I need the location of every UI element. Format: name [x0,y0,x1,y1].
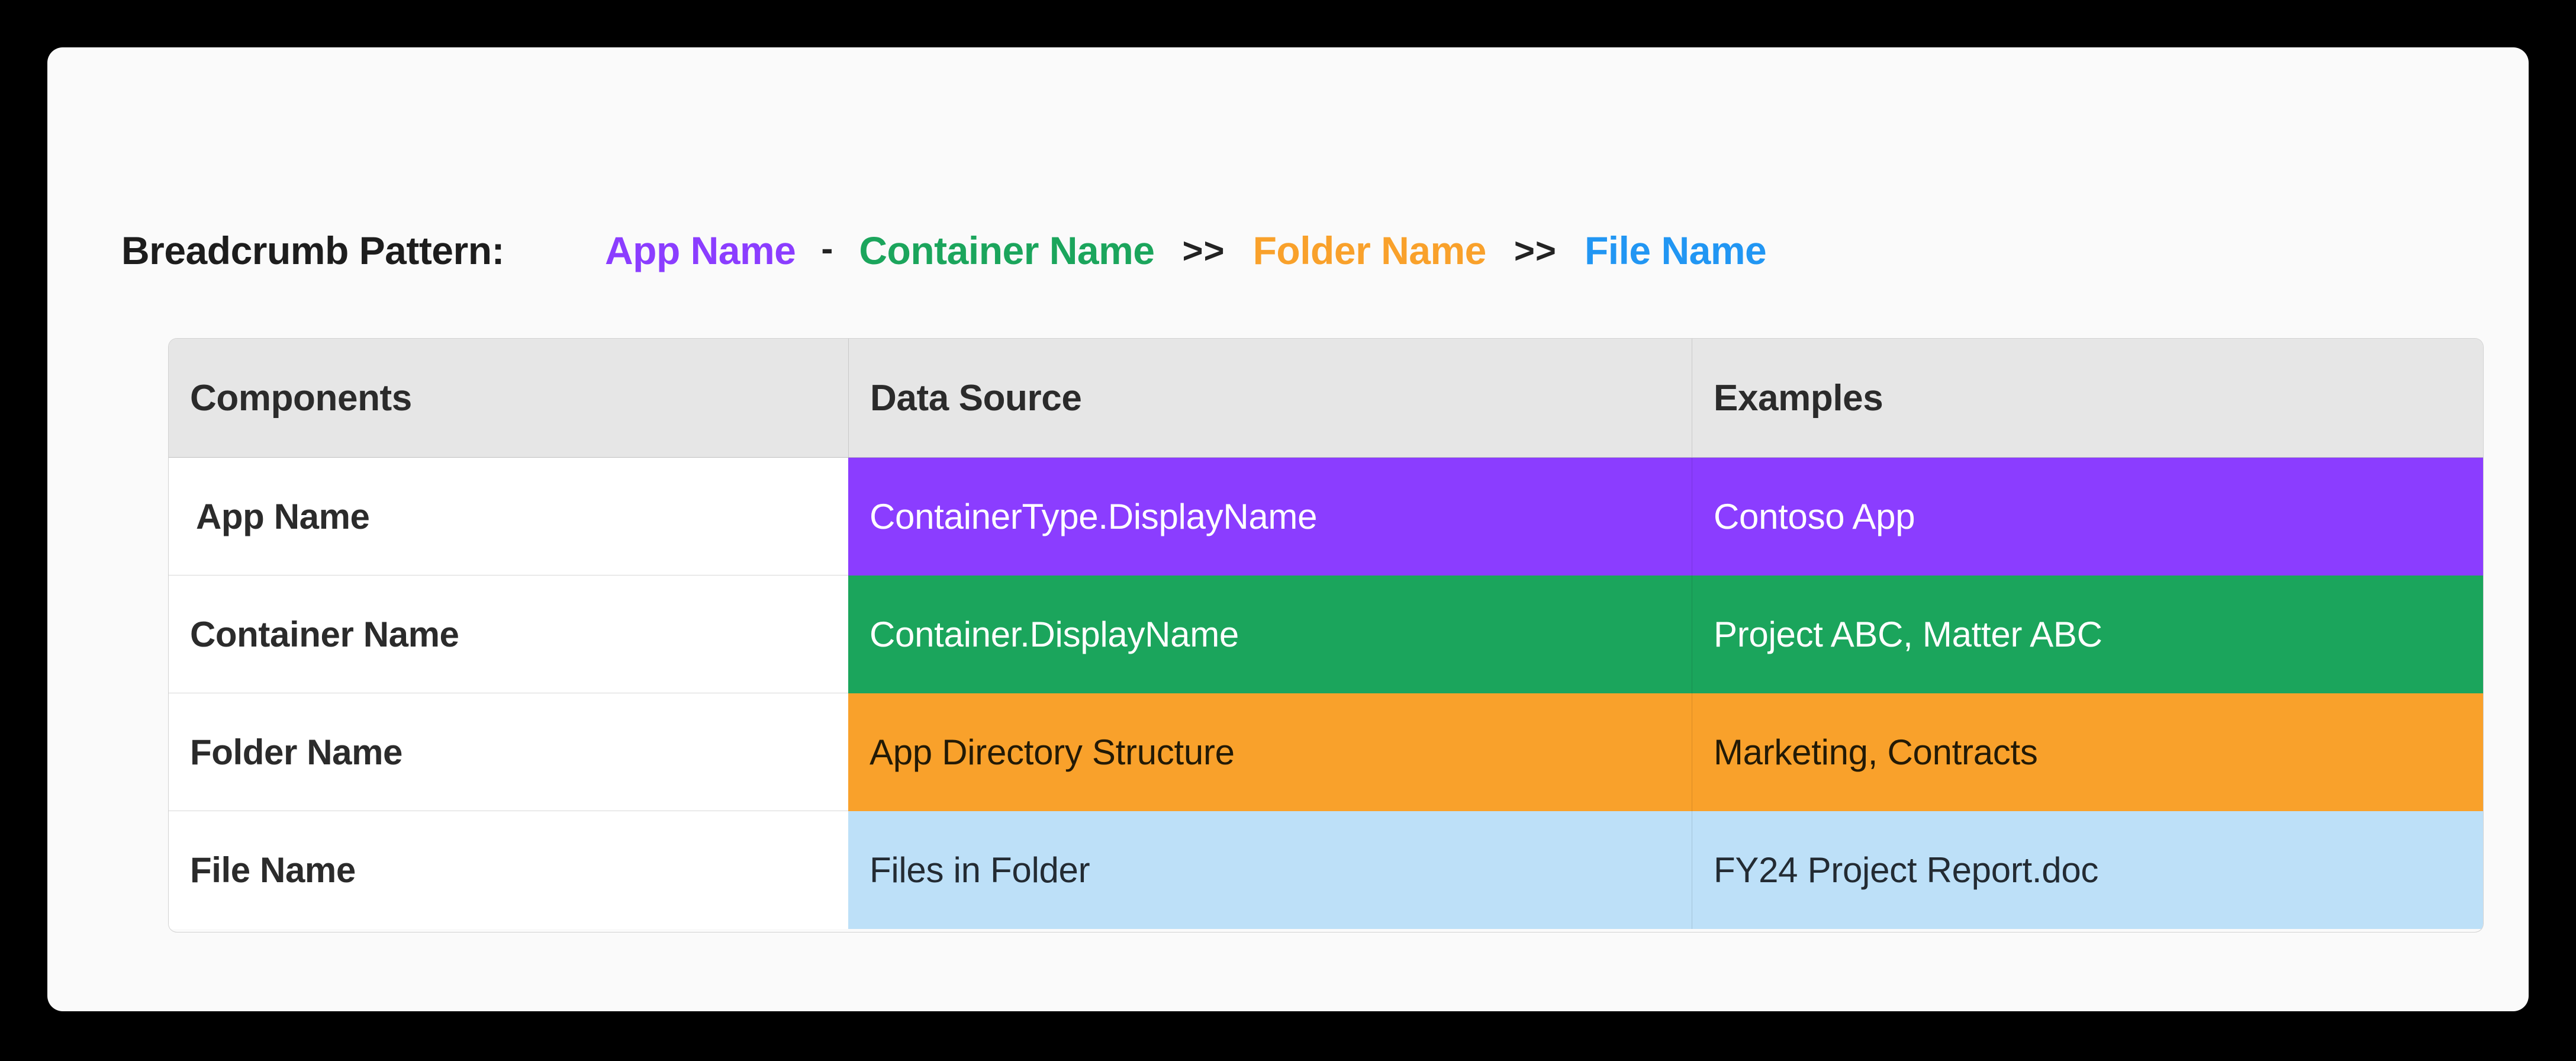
table-row: App Name ContainerType.DisplayName Conto… [169,458,2483,575]
column-header-examples: Examples [1692,339,2483,457]
breadcrumb-segment-folder-name[interactable]: Folder Name [1252,229,1487,272]
cell-component-name: Folder Name [169,693,848,811]
table-row: Container Name Container.DisplayName Pro… [169,575,2483,693]
cell-example: Contoso App [1692,458,2483,575]
table-row: File Name Files in Folder FY24 Project R… [169,811,2483,929]
cell-data-source: App Directory Structure [848,693,1692,811]
cell-component-name: Container Name [169,575,848,693]
table-row: Folder Name App Directory Structure Mark… [169,693,2483,811]
cell-component-name: File Name [169,811,848,929]
breadcrumb-separator-dash: - [821,228,834,268]
column-header-components: Components [169,339,848,457]
breadcrumb: Breadcrumb Pattern: App Name - Container… [121,218,2430,283]
cell-component-name: App Name [169,458,848,575]
column-header-data-source: Data Source [848,339,1692,457]
cell-data-source: ContainerType.DisplayName [848,458,1692,575]
breadcrumb-segment-app-name[interactable]: App Name [605,229,796,272]
content-card: Breadcrumb Pattern: App Name - Container… [47,47,2529,1011]
breadcrumb-pattern-label: Breadcrumb Pattern: [121,229,505,272]
cell-data-source: Container.DisplayName [848,575,1692,693]
cell-example: Project ABC, Matter ABC [1692,575,2483,693]
breadcrumb-separator-arrow-1: >> [1182,230,1225,271]
table-header-row: Components Data Source Examples [169,339,2483,458]
breadcrumb-chain: App Name - Container Name >> Folder Name… [605,228,1767,273]
breadcrumb-segment-file-name[interactable]: File Name [1584,229,1767,272]
cell-example: Marketing, Contracts [1692,693,2483,811]
breadcrumb-segment-container-name[interactable]: Container Name [859,229,1155,272]
cell-data-source: Files in Folder [848,811,1692,929]
breadcrumb-components-table: Components Data Source Examples App Name… [169,339,2483,932]
breadcrumb-separator-arrow-2: >> [1514,230,1557,271]
cell-example: FY24 Project Report.doc [1692,811,2483,929]
